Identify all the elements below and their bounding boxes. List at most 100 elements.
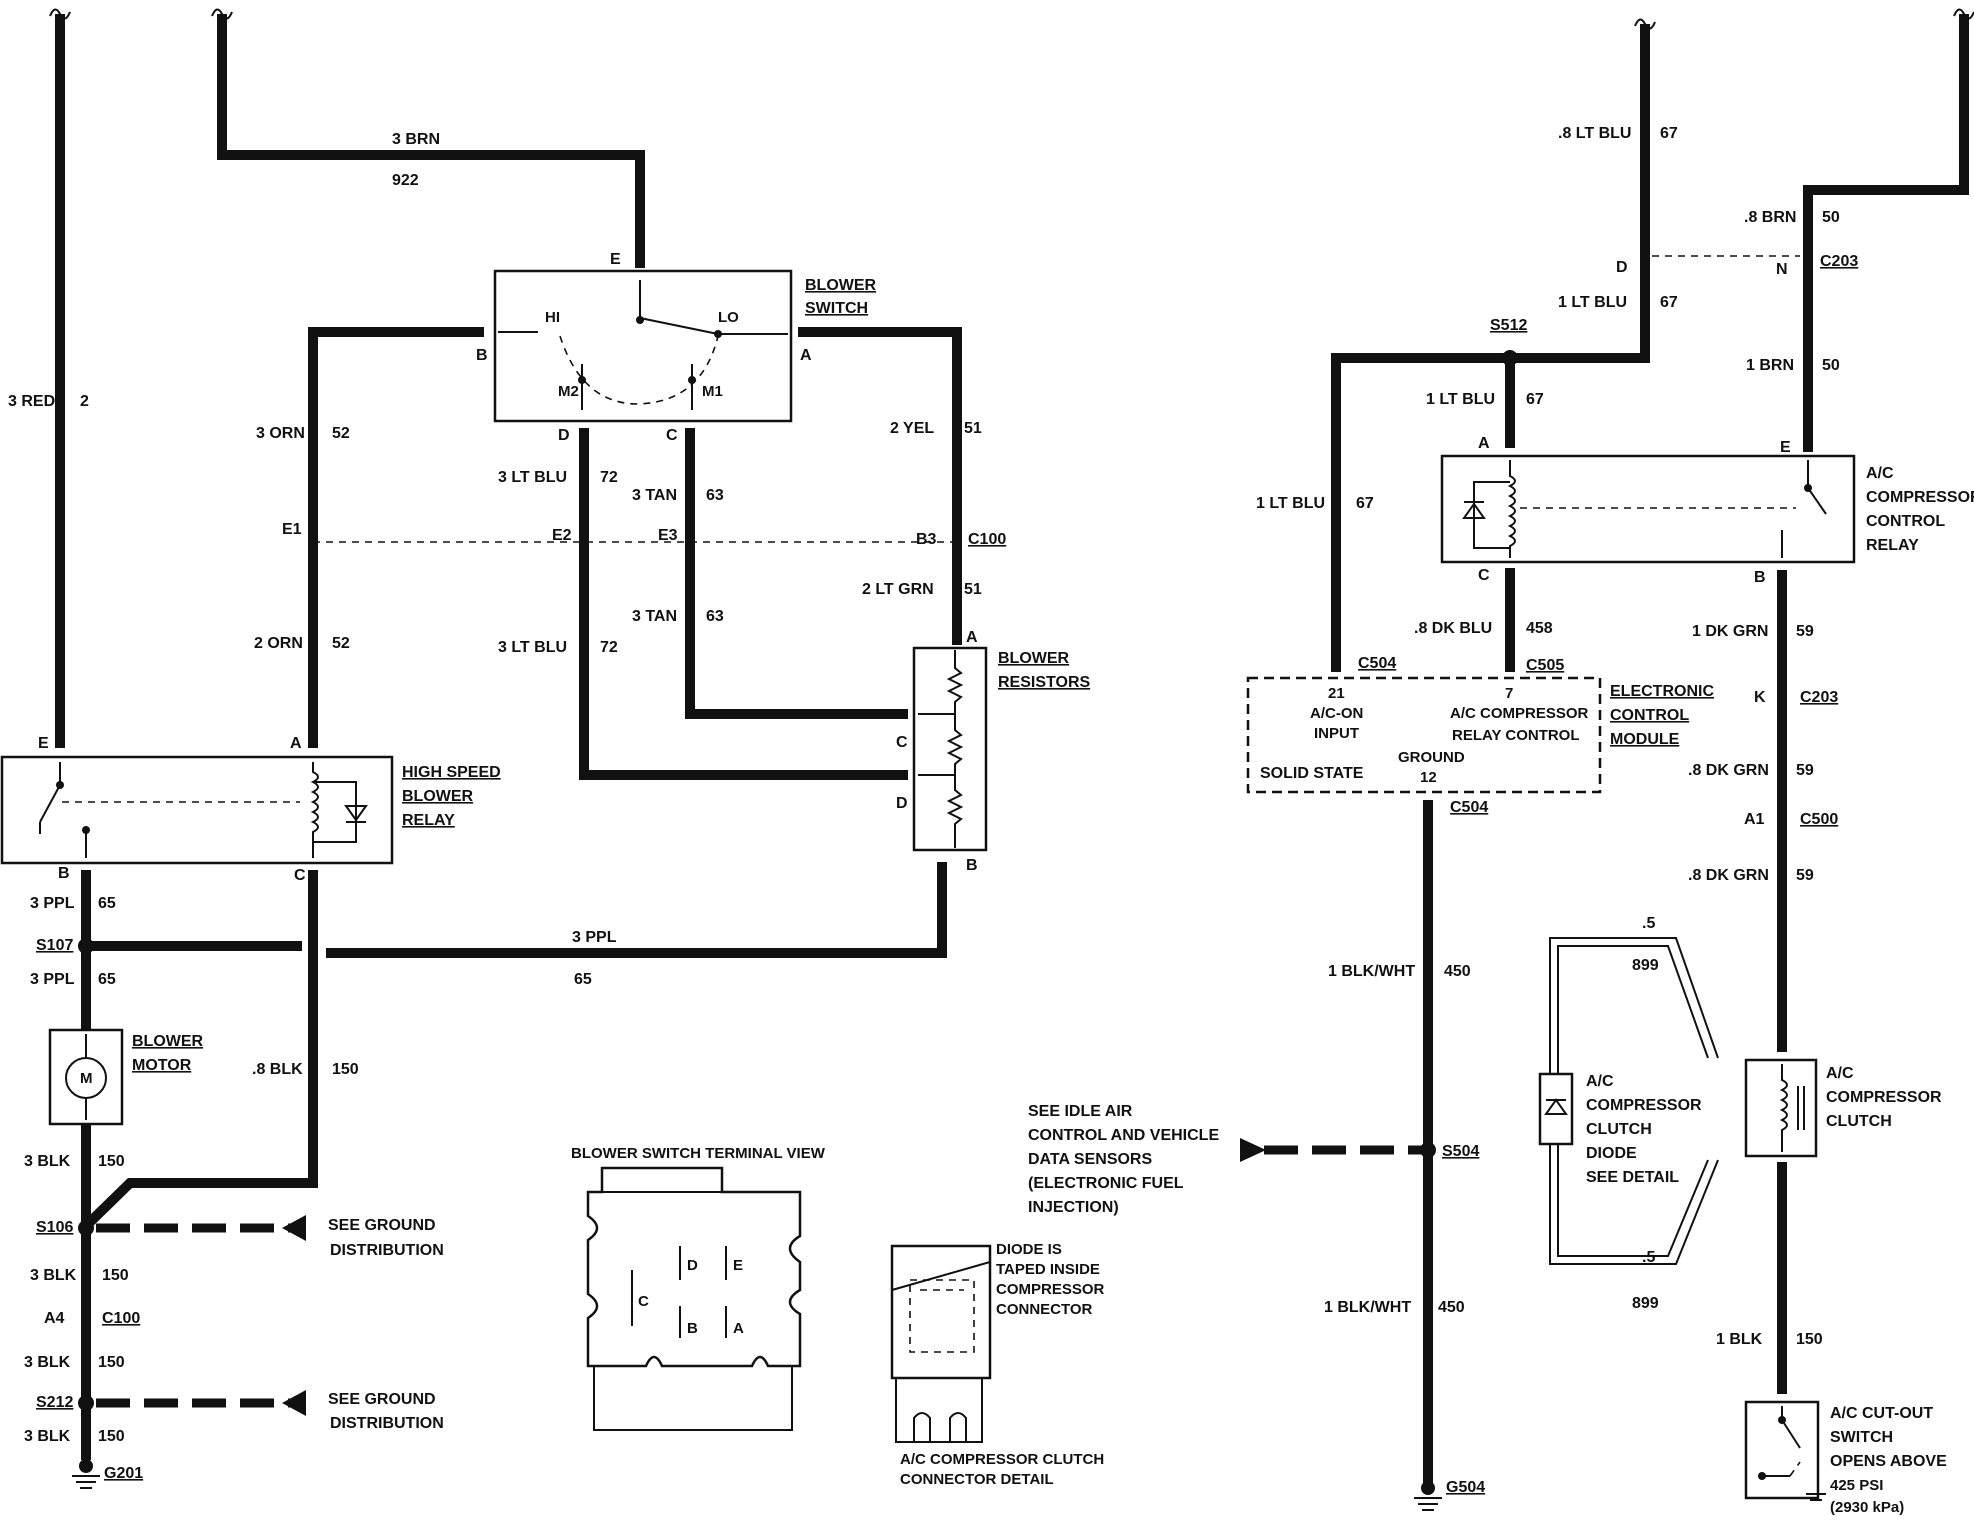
ac-relay-contact-dot [1804,484,1812,492]
relay-contact-icon [39,762,87,858]
relay-body [0,755,394,865]
label-899-bottom-circuit: 899 [1632,1295,1659,1312]
idle-air-line-5: INJECTION) [1028,1199,1119,1216]
ac-compressor-control-relay: A/C COMPRESSOR CONTROL RELAY [1440,454,1974,564]
wire-ltblu-67-top [1516,24,1650,363]
label-ltblu67-a-gauge: 1 LT BLU [1426,391,1495,408]
label-orn-lower-gauge: 2 ORN [254,635,303,652]
wire-yel-51 [798,327,962,645]
cutout-name-3: OPENS ABOVE [1830,1453,1947,1470]
label-yel-circuit: 51 [964,420,982,437]
blower-resistors-body [912,646,988,852]
c100-b3: B3 [916,531,937,548]
pin-switch-e: E [610,251,621,268]
wire-brn-922 [217,14,645,268]
terminal-pin-e: E [733,1257,743,1274]
c504-label-bottom: C504 [1450,799,1488,816]
cutout-switch-dot-2 [1758,1472,1766,1480]
label-red-gauge: 3 RED [8,393,55,410]
pin-ac-relay-a: A [1478,435,1490,452]
c100-label: C100 [968,531,1006,548]
ground-g504-dot [1421,1481,1435,1495]
label-ltblu67-top-circuit: 67 [1660,125,1678,142]
splice-s212-label: S212 [36,1394,73,1411]
relay-contact-dot-2 [82,826,90,834]
label-orn-circuit: 52 [332,425,350,442]
label-dkgrn-b-circuit: 59 [1796,762,1814,779]
ecm-pin7-label-2: RELAY CONTROL [1452,727,1580,744]
ecm-name-2: CONTROL [1610,707,1689,724]
c505-label: C505 [1526,657,1564,674]
terminal-pin-a: A [733,1320,744,1337]
label-blk-relay-gauge: .8 BLK [252,1061,303,1078]
c100-e1: E1 [282,521,302,538]
ground-g504-label: G504 [1446,1479,1485,1496]
switch-label-lo: LO [718,309,739,326]
clutch-connector-slant [891,1261,991,1291]
clutch-diode-icon [1544,1098,1568,1115]
terminal-view-outline [586,1166,802,1368]
label-blkwht-b-circuit: 450 [1438,1299,1465,1316]
clutch-diode-name-1: A/C [1586,1073,1614,1090]
label-blkwht-b-gauge: 1 BLK/WHT [1324,1299,1411,1316]
clutch-diode-name-3: CLUTCH [1586,1121,1652,1138]
label-ltblu67-d-gauge: 1 LT BLU [1558,294,1627,311]
c203-n: N [1776,261,1788,278]
right-splices [1414,350,1518,1511]
label-brn-circuit: 922 [392,172,419,189]
label-ltblu72-gauge: 3 LT BLU [498,469,567,486]
pin-switch-a: A [800,347,812,364]
ground-dist-2-line-1: SEE GROUND [328,1391,436,1408]
label-blk-cutout-gauge: 1 BLK [1716,1331,1763,1348]
cutout-name-4: 425 PSI [1830,1477,1883,1494]
wire-ppl-65-crossover [326,862,947,958]
electronic-control-module: 21 A/C-ON INPUT 7 A/C COMPRESSOR RELAY C… [1246,676,1714,794]
clutch-coil-icon [1779,1064,1805,1152]
wire-ltblu-67-left [1331,353,1510,672]
label-899-top-gauge: .5 [1642,915,1655,932]
ecm-name-3: MODULE [1610,731,1680,748]
ground-dist-2-line-2: DISTRIBUTION [330,1415,444,1432]
label-tan63-lower-gauge: 3 TAN [632,608,677,625]
terminal-view-blades [631,1246,727,1338]
clutch-name-1: A/C [1826,1065,1854,1082]
label-blk-cutout-circuit: 150 [1796,1331,1823,1348]
diode-note-2: TAPED INSIDE [996,1261,1100,1278]
wire-blk-150-relay [84,870,318,1228]
clutch-connector-diode-outline [909,1279,975,1353]
clutch-name-3: CLUTCH [1826,1113,1892,1130]
splice-s106 [78,1220,94,1236]
cutout-ground-icon [1806,1493,1826,1501]
pin-relay-b: B [58,865,70,882]
ecm-name-1: ELECTRONIC [1610,683,1714,700]
label-blk-a-gauge: 3 BLK [24,1153,71,1170]
relay-name-1: HIGH SPEED [402,764,501,781]
c203-label-2: C203 [1800,689,1838,706]
label-tan63-gauge: 3 TAN [632,487,677,504]
label-red-circuit: 2 [80,393,89,410]
ecm-solid-state: SOLID STATE [1260,765,1364,782]
pin-switch-b: B [476,347,488,364]
label-orn-gauge: 3 ORN [256,425,305,442]
label-tan63-lower-circuit: 63 [706,608,724,625]
label-dkgrn-c-circuit: 59 [1796,867,1814,884]
terminal-view-title: BLOWER SWITCH TERMINAL VIEW [571,1145,826,1162]
ac-relay-name-3: CONTROL [1866,513,1945,530]
splice-s106-label: S106 [36,1219,73,1236]
label-899-bottom-gauge: .5 [1642,1249,1655,1266]
label-ltgrn-circuit: 51 [964,581,982,598]
wire-orn-52 [308,327,484,748]
cutout-switch-dot [1778,1416,1786,1424]
ac-compressor-clutch-diode: A/C COMPRESSOR CLUTCH DIODE SEE DETAIL [1538,1072,1702,1186]
clutch-connector-detail: DIODE IS TAPED INSIDE COMPRESSOR CONNECT… [890,1241,1105,1488]
left-circuit-wires [49,8,962,1460]
blower-switch-terminal-view: BLOWER SWITCH TERMINAL VIEW D E C B A [571,1145,826,1431]
ac-relay-name-2: COMPRESSOR [1866,489,1974,506]
c500-label: C500 [1800,811,1838,828]
label-dkgrn-c-gauge: .8 DK GRN [1688,867,1769,884]
idle-air-line-2: CONTROL AND VEHICLE [1028,1127,1219,1144]
label-brn-gauge: 3 BRN [392,131,440,148]
pin-resistor-b: B [966,857,978,874]
label-ltblu67-d-circuit: 67 [1660,294,1678,311]
relay-diode-icon [313,781,368,843]
